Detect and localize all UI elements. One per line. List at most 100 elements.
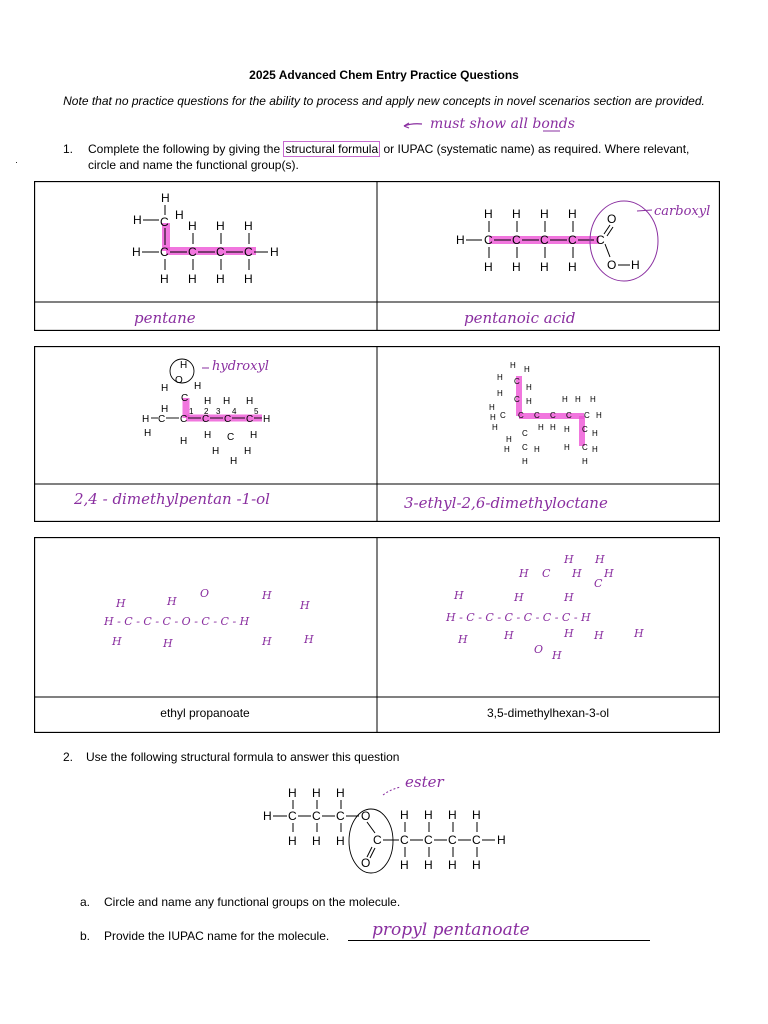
svg-text:H: H	[161, 404, 168, 415]
svg-text:H: H	[592, 429, 598, 438]
svg-text:H: H	[160, 272, 169, 286]
svg-text:C: C	[424, 833, 433, 847]
svg-text:C: C	[582, 443, 588, 452]
svg-text:C: C	[514, 377, 520, 386]
svg-text:H: H	[504, 445, 510, 454]
svg-text:H: H	[472, 808, 481, 822]
svg-text:H: H	[568, 207, 577, 221]
svg-text:H - C - C - C - C - C - C - H: H - C - C - C - C - C - C - H	[445, 611, 591, 624]
svg-text:O: O	[175, 375, 183, 386]
svg-text:H: H	[188, 219, 197, 233]
svg-text:1: 1	[189, 407, 194, 416]
svg-text:C: C	[244, 245, 253, 259]
svg-text:C: C	[512, 233, 521, 247]
svg-text:H: H	[204, 430, 211, 441]
svg-text:C: C	[522, 429, 528, 438]
svg-text:H: H	[526, 383, 532, 392]
svg-text:H: H	[551, 649, 562, 662]
page-title: 2025 Advanced Chem Entry Practice Questi…	[249, 68, 519, 82]
svg-text:C: C	[180, 414, 187, 425]
svg-text:H: H	[563, 553, 574, 566]
svg-text:H: H	[453, 589, 464, 602]
pentane-structure: H H C H H C C C C H H H H H H H H	[132, 191, 279, 286]
practice-note: Note that no practice questions for the …	[63, 94, 705, 108]
svg-text:H: H	[212, 446, 219, 457]
svg-text:H: H	[194, 381, 201, 392]
svg-text:C: C	[448, 833, 457, 847]
svg-text:H: H	[424, 808, 433, 822]
svg-text:C: C	[500, 411, 506, 420]
pentanoic-acid-structure: H C C C C C H H H H H H H H O O H	[456, 207, 640, 274]
svg-text:2: 2	[204, 407, 209, 416]
svg-text:H: H	[522, 457, 528, 466]
ester-label: ester	[405, 773, 444, 791]
svg-text:C: C	[582, 425, 588, 434]
dimethylpentanol-name: 2,4 - dimethylpentan -1-ol	[73, 490, 270, 508]
svg-text:H: H	[582, 457, 588, 466]
svg-text:H: H	[448, 858, 457, 872]
svg-text:H: H	[593, 629, 604, 642]
svg-text:H - C - C - C - O - C - C - H: H - C - C - C - O - C - C - H	[103, 615, 250, 628]
svg-text:H: H	[456, 233, 465, 247]
svg-text:H: H	[216, 219, 225, 233]
svg-text:H: H	[175, 208, 184, 222]
svg-text:C: C	[188, 245, 197, 259]
svg-text:H: H	[489, 403, 495, 412]
svg-text:H: H	[497, 373, 503, 382]
svg-text:H: H	[540, 260, 549, 274]
svg-text:H: H	[424, 858, 433, 872]
svg-text:H: H	[204, 396, 211, 407]
svg-text:H: H	[270, 245, 279, 259]
svg-text:H: H	[596, 411, 602, 420]
svg-text:H: H	[506, 435, 512, 444]
svg-text:H: H	[603, 567, 614, 580]
svg-text:H: H	[244, 272, 253, 286]
stray-dot: ·	[15, 157, 18, 167]
svg-text:C: C	[568, 233, 577, 247]
svg-text:H: H	[564, 443, 570, 452]
svg-text:O: O	[361, 809, 370, 823]
svg-text:H: H	[534, 445, 540, 454]
svg-text:H: H	[303, 633, 314, 646]
svg-text:H: H	[263, 809, 272, 823]
q2-number: 2.	[63, 750, 74, 764]
svg-text:C: C	[550, 411, 556, 420]
ethyl-propanoate-name: ethyl propanoate	[160, 706, 250, 720]
svg-text:H: H	[518, 567, 529, 580]
svg-text:H: H	[457, 633, 468, 646]
svg-text:H: H	[400, 808, 409, 822]
table-row-1: H H C H H C C C C H H H H H H H H H C C …	[34, 181, 720, 331]
svg-text:H: H	[312, 786, 321, 800]
svg-text:H: H	[161, 383, 168, 394]
q2a-text: Circle and name any functional groups on…	[104, 895, 401, 909]
svg-text:H: H	[288, 786, 297, 800]
svg-text:C: C	[518, 411, 524, 420]
svg-text:C: C	[472, 833, 481, 847]
svg-text:H: H	[633, 627, 644, 640]
must-show-text: must show all bonds	[430, 116, 575, 132]
svg-text:H: H	[299, 599, 310, 612]
svg-text:H: H	[263, 414, 270, 425]
svg-text:H: H	[230, 456, 237, 467]
q2b-label: b.	[80, 929, 91, 943]
svg-text:H: H	[510, 361, 516, 370]
answer-line[interactable]	[348, 940, 650, 941]
svg-text:H: H	[571, 567, 582, 580]
svg-text:C: C	[522, 443, 528, 452]
svg-text:C: C	[534, 411, 540, 420]
svg-text:H: H	[142, 414, 149, 425]
svg-text:C: C	[202, 414, 209, 425]
svg-text:C: C	[160, 245, 169, 259]
svg-text:H: H	[400, 858, 409, 872]
svg-text:H: H	[484, 207, 493, 221]
svg-text:C: C	[373, 833, 382, 847]
svg-text:C: C	[514, 395, 520, 404]
svg-text:C: C	[484, 233, 493, 247]
q1-text-after: or IUPAC (systematic name) as required. …	[88, 142, 690, 172]
svg-text:H: H	[490, 413, 496, 422]
svg-text:H: H	[563, 591, 574, 604]
